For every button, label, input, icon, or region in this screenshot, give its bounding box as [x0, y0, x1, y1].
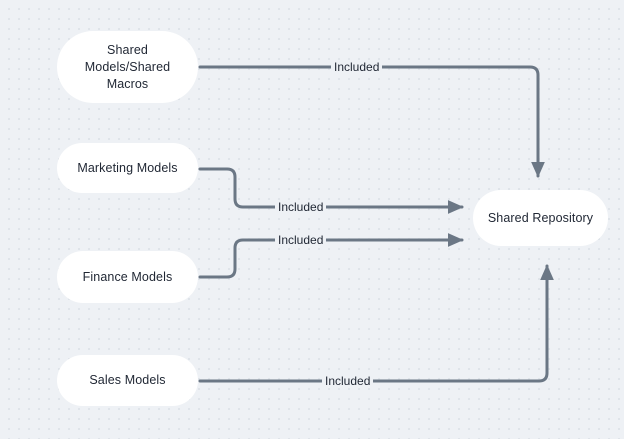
edge-label-sales-models: Included [322, 374, 374, 388]
node-marketing-models[interactable]: Marketing Models [57, 143, 198, 193]
node-finance-models[interactable]: Finance Models [57, 251, 198, 303]
node-shared-models[interactable]: Shared Models/Shared Macros [57, 31, 198, 103]
node-marketing-models-label: Marketing Models [77, 160, 178, 175]
edge-shared-models [198, 65, 545, 178]
edge-marketing-models [198, 167, 464, 214]
node-shared-repository[interactable]: Shared Repository [473, 190, 608, 246]
node-sales-models[interactable]: Sales Models [57, 355, 198, 406]
node-shared-models-label: Shared Models/Shared Macros [84, 42, 171, 91]
node-sales-models-label: Sales Models [89, 373, 166, 387]
edge-label-shared-models: Included [331, 60, 383, 74]
edge-sales-models [198, 264, 554, 383]
node-finance-models-label: Finance Models [82, 269, 173, 284]
edge-label-finance-models: Included [275, 233, 327, 247]
node-shared-repository-label: Shared Repository [487, 210, 594, 225]
edge-finance-models [198, 233, 464, 279]
edge-label-marketing-models: Included [275, 200, 327, 214]
